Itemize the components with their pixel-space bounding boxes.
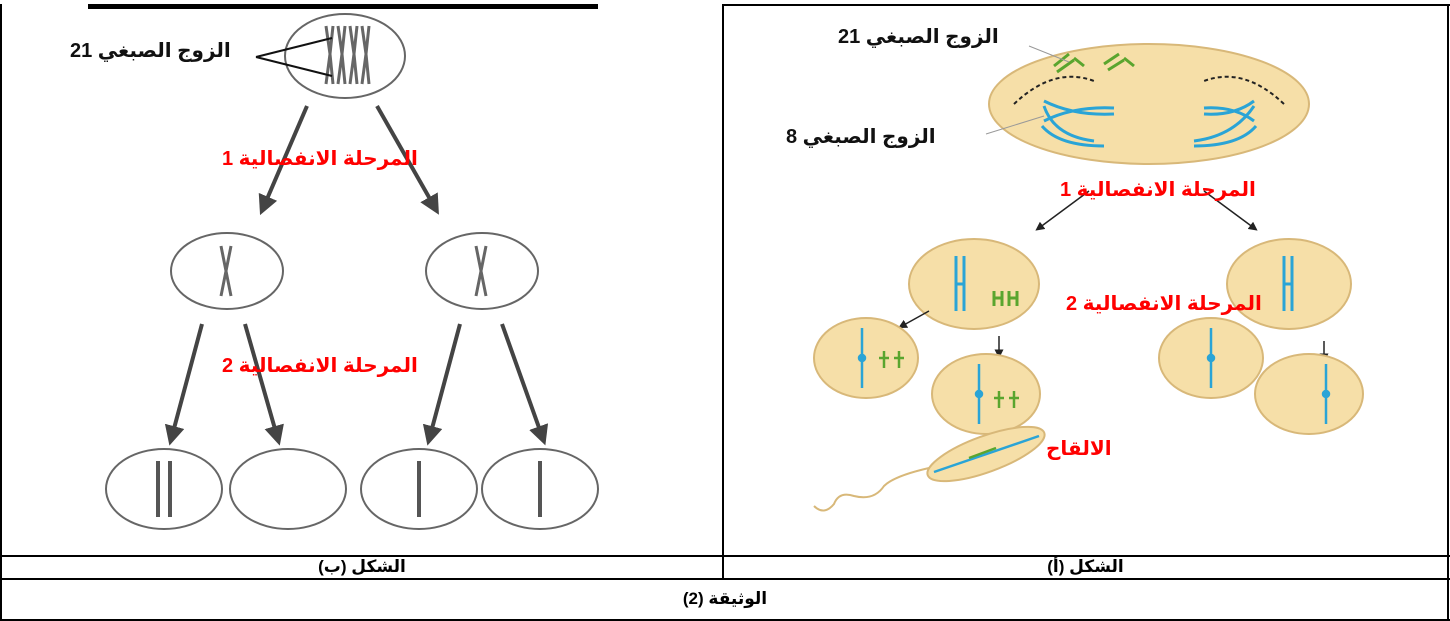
- gamete-a-3: [931, 353, 1041, 435]
- secondary-cell-left: [908, 238, 1040, 330]
- right-border: [1447, 4, 1449, 621]
- caption-figure-a: الشكل (أ): [1047, 557, 1124, 576]
- arrow-right-1: [375, 105, 439, 215]
- bottom-border: [0, 619, 1450, 621]
- left-border: [0, 4, 2, 621]
- daughter-cell-left: [170, 232, 284, 310]
- daughter-cell-right: [425, 232, 539, 310]
- gamete-a-4: [1254, 353, 1364, 435]
- caption-figure-b: الشكل (ب): [318, 557, 406, 576]
- top-border-left: [88, 4, 598, 9]
- gamete-cell-3: [360, 448, 478, 530]
- gamete-cell-2: [229, 448, 347, 530]
- arrow-left-1: [258, 105, 309, 216]
- figure-b-label-pair21: الزوج الصبغي 21: [70, 40, 231, 62]
- figure-a-diagram: [813, 43, 1364, 512]
- gamete-cell-1: [105, 448, 223, 530]
- figure-a-label-pair8: الزوج الصبغي 8: [786, 126, 936, 148]
- figure-b-label-anaphase2: المرحلة الانفصالية 2: [222, 355, 418, 377]
- caption-row-top: [0, 555, 1450, 557]
- gamete-cell-4: [481, 448, 599, 530]
- document-title: الوثيقة (2): [682, 589, 768, 608]
- blue-chromosomes-8: [1040, 99, 1258, 148]
- caption-row-bottom: [0, 578, 1450, 580]
- top-border-right: [722, 4, 1450, 6]
- green-chromosomes-21: [1053, 52, 1135, 74]
- figure-a-label-anaphase1: المرحلة الانفصالية 1: [1060, 179, 1256, 201]
- figure-b-label-anaphase1: المرحلة الانفصالية 1: [222, 148, 418, 170]
- middle-divider: [722, 4, 724, 579]
- parent-cell: [284, 13, 406, 99]
- figure-b-diagram: [105, 13, 599, 530]
- figure-a-label-anaphase2: المرحلة الانفصالية 2: [1066, 293, 1262, 315]
- parent-cell-a: [988, 43, 1310, 165]
- chromosome-pair-21: [324, 25, 371, 85]
- figure-a-label-pair21: الزوج الصبغي 21: [838, 26, 999, 48]
- figure-a-label-fertilization: الالقاح: [1046, 438, 1112, 460]
